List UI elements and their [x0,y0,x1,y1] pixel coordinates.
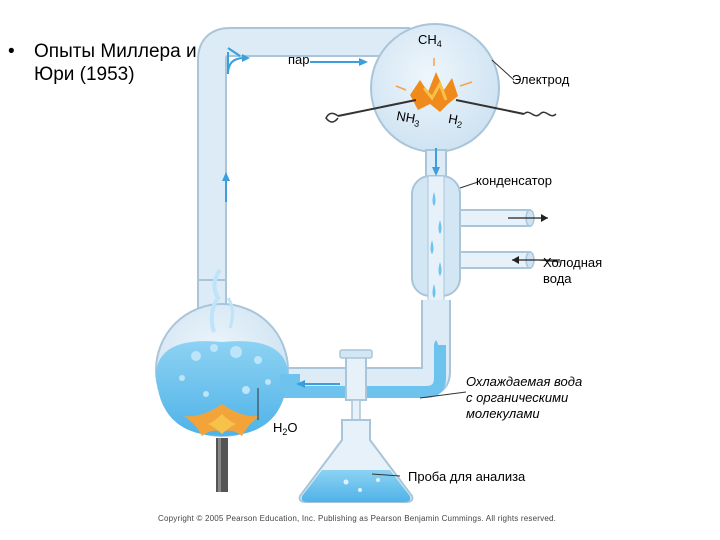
spark-chamber [325,23,557,153]
label-cold-water-1: Холодная [543,255,603,270]
left-electrode [337,99,417,117]
electrode-pointer [491,59,515,81]
right-wire-coil [523,111,557,117]
slide-title-line-1: Опыты Миллера и [34,41,197,62]
condenser [411,175,479,313]
burner-stand [216,438,228,492]
burner [184,404,260,492]
label-steam: пар [288,52,310,67]
right-electrode [455,99,525,115]
left-wire-coil [325,112,339,123]
copyright-notice: Copyright © 2005 Pearson Education, Inc.… [158,514,557,523]
label-electrode: Электрод [512,72,570,87]
cooled-water-pointer [419,391,467,399]
cooling-water-ports [459,209,560,269]
sample-flask [298,419,414,503]
bullet-marker: • [8,41,15,62]
slide-title-line-2: Юри (1953) [34,64,135,85]
boiling-flask [155,268,300,437]
label-ch4: CH4 [418,32,442,49]
sampling-trap [339,349,373,441]
flow-arrows [222,46,440,420]
steam-tube [197,27,410,330]
label-cooled-water-2: с органическими [466,390,569,405]
label-cold-water-2: вода [543,271,572,286]
condenser-pointer [459,181,479,189]
spark-discharge [395,58,473,112]
label-nh3: NH3 [395,108,421,129]
label-condenser: конденсатор [476,173,552,188]
sample-pointer [371,473,401,477]
label-cooled-water-1: Охлаждаемая вода [466,374,583,389]
return-tube [280,300,451,398]
label-sample: Проба для анализа [408,469,526,484]
label-cooled-water-3: молекулами [466,406,540,421]
label-h2o: H2O [273,420,298,437]
cold-water-pointer [537,259,561,263]
